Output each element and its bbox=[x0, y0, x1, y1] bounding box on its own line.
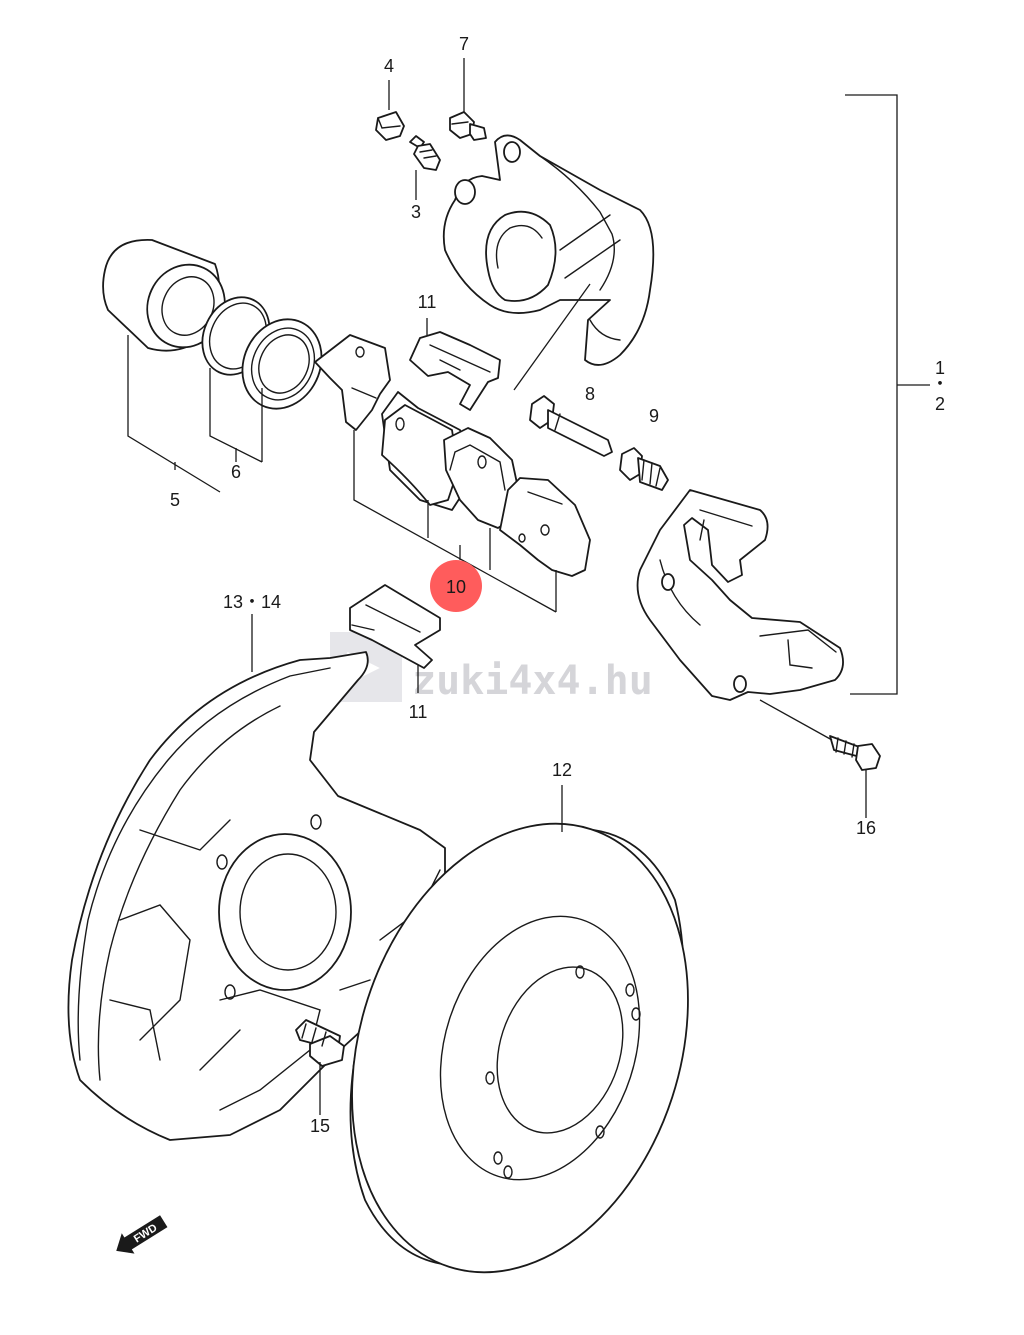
part-11-pad-clip-upper bbox=[409, 331, 501, 411]
label-part-12[interactable]: 12 bbox=[552, 760, 572, 780]
label-part-16[interactable]: 16 bbox=[856, 818, 876, 838]
label-part-6[interactable]: 6 bbox=[231, 462, 241, 482]
part-12-brake-disc bbox=[349, 822, 689, 1274]
label-part-11-upper[interactable]: 11 bbox=[418, 292, 437, 312]
forward-arrow-icon: FWD bbox=[116, 1215, 168, 1254]
label-separator-dot: ・ bbox=[931, 374, 949, 394]
label-part-13-14[interactable]: 13・14 bbox=[223, 592, 281, 612]
label-part-9[interactable]: 9 bbox=[649, 406, 659, 426]
part-15-bolt bbox=[295, 1019, 345, 1067]
part-16-bolt bbox=[829, 735, 881, 771]
label-part-2[interactable]: 2 bbox=[935, 394, 945, 414]
part-6-dust-boot bbox=[241, 318, 323, 410]
highlight-marker-part-10[interactable] bbox=[430, 560, 482, 612]
label-part-15[interactable]: 15 bbox=[310, 1116, 330, 1136]
caliper-bracket bbox=[636, 489, 844, 701]
part-10-brake-pad-inner bbox=[381, 391, 471, 511]
part-13-14-dust-shield bbox=[67, 651, 446, 1141]
part-7-bolt bbox=[449, 111, 487, 141]
label-part-10[interactable]: 10 bbox=[446, 577, 466, 597]
watermark-text: zuki4x4.hu bbox=[412, 658, 653, 704]
label-part-4[interactable]: 4 bbox=[384, 56, 394, 76]
part-labels: 4 7 3 1 ・ 2 11 8 9 6 5 10 13・14 11 12 16… bbox=[170, 34, 949, 1136]
label-part-3[interactable]: 3 bbox=[411, 202, 421, 222]
label-part-8[interactable]: 8 bbox=[585, 384, 595, 404]
leader-lines bbox=[127, 58, 930, 1115]
part-11-pad-clip-lower bbox=[349, 584, 441, 669]
label-part-1[interactable]: 1 bbox=[935, 358, 945, 378]
part-8-guide-pin bbox=[529, 395, 613, 457]
part-4-bleeder-cap bbox=[375, 111, 405, 141]
label-part-7[interactable]: 7 bbox=[459, 34, 469, 54]
part-3-bleeder-screw bbox=[409, 135, 441, 171]
anti-squeal-shim-outer bbox=[499, 477, 591, 577]
anti-squeal-shim bbox=[314, 334, 391, 431]
label-part-11-lower[interactable]: 11 bbox=[409, 702, 428, 722]
label-part-5[interactable]: 5 bbox=[170, 490, 180, 510]
highlight-circle[interactable] bbox=[430, 560, 482, 612]
part-9-pin-boot bbox=[619, 447, 669, 491]
part-1-2-caliper-body bbox=[442, 134, 655, 366]
